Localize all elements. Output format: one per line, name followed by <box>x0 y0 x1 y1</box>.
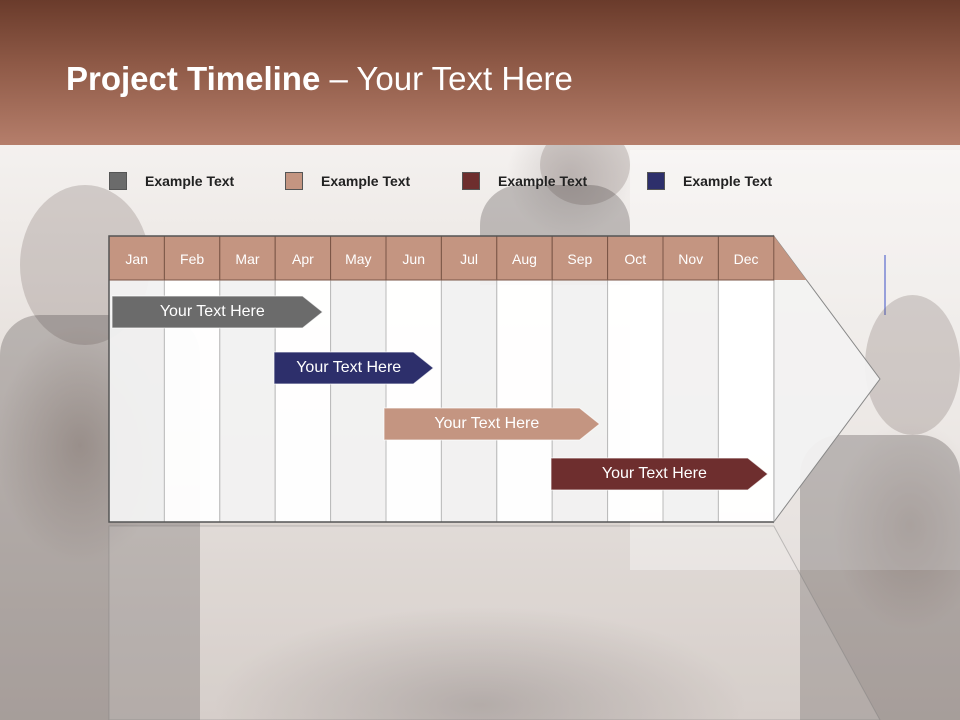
legend-label: Example Text <box>683 173 773 189</box>
task-bar-label-1: Your Text Here <box>159 303 265 320</box>
legend-item-2: Example Text <box>285 170 410 192</box>
legend-swatch <box>285 172 303 190</box>
month-label-oct: Oct <box>624 251 647 267</box>
month-label-feb: Feb <box>180 251 205 267</box>
whiteboard-arrow <box>884 255 886 315</box>
month-label-may: May <box>345 251 372 267</box>
legend-swatch <box>647 172 665 190</box>
month-label-mar: Mar <box>235 251 260 267</box>
month-label-sep: Sep <box>567 251 593 267</box>
page-title: Project Timeline – Your Text Here <box>66 60 573 98</box>
legend-item-4: Example Text <box>647 170 772 192</box>
month-label-aug: Aug <box>512 251 537 267</box>
task-bar-label-3: Your Text Here <box>434 415 540 432</box>
legend-swatch <box>462 172 480 190</box>
legend-item-1: Example Text <box>109 170 234 192</box>
month-label-jan: Jan <box>125 251 148 267</box>
title-bold: Project Timeline <box>66 60 321 97</box>
legend-label: Example Text <box>498 173 588 189</box>
legend-label: Example Text <box>321 173 411 189</box>
person-right-head <box>865 295 960 435</box>
person-left-body <box>0 315 200 720</box>
legend-label: Example Text <box>145 173 235 189</box>
legend-swatch <box>109 172 127 190</box>
month-label-jun: Jun <box>402 251 425 267</box>
task-bar-label-2: Your Text Here <box>296 359 402 376</box>
title-rest: – Your Text Here <box>320 60 573 97</box>
legend-item-3: Example Text <box>462 170 587 192</box>
person-right-body <box>800 435 960 720</box>
month-label-jul: Jul <box>460 251 479 267</box>
month-label-dec: Dec <box>733 251 759 267</box>
header-band: Project Timeline – Your Text Here <box>0 0 960 145</box>
month-label-apr: Apr <box>291 251 314 267</box>
month-label-nov: Nov <box>678 251 704 267</box>
task-bar-label-4: Your Text Here <box>601 465 707 482</box>
